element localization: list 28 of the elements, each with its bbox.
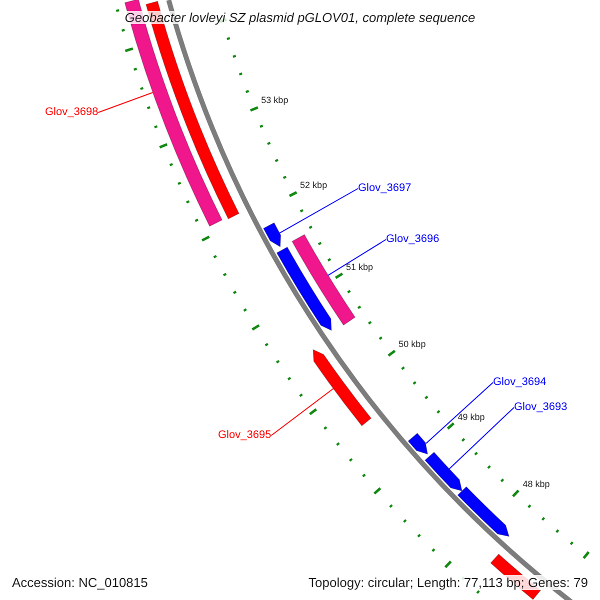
leader-line — [279, 188, 358, 234]
leader-line — [448, 407, 514, 470]
accession-text: Accession: NC_010815 — [10, 575, 150, 590]
gene-segment-pointed — [263, 222, 282, 248]
scale-label: 51 kbp — [346, 262, 374, 272]
scale-label: 52 kbp — [300, 181, 328, 190]
gene-segment-pointed — [408, 432, 428, 454]
gene-segment-pointed — [457, 486, 510, 537]
gene-label: Glov_3693 — [514, 402, 568, 413]
scale-label: 48 kbp — [522, 480, 550, 490]
scale-label: 53 kbp — [261, 96, 288, 105]
leader-line — [426, 382, 494, 444]
gene-segment-pointed — [424, 452, 462, 492]
gene-label: Glov_3695 — [218, 430, 272, 441]
gene-label: Glov_3697 — [358, 183, 412, 194]
summary-text: Topology: circular; Length: 77,113 bp; Genes: 79 — [306, 575, 590, 590]
scale-label: 49 kbp — [458, 412, 485, 422]
gene-label: Glov_3694 — [493, 377, 546, 388]
gene-segment — [292, 234, 356, 326]
gene-label: Glov_3698 — [45, 107, 98, 118]
title: Geobacter lovleyi SZ plasmid pGLOV01, complete sequence — [124, 11, 476, 24]
gene-segment-pointed — [312, 349, 372, 426]
leader-line — [328, 239, 386, 276]
scale-label: 50 kbp — [398, 340, 426, 350]
gene-label: Glov_3696 — [386, 234, 440, 245]
leader-line — [98, 92, 154, 113]
leader-line — [270, 388, 334, 436]
gene-segment-pointed — [276, 246, 332, 331]
